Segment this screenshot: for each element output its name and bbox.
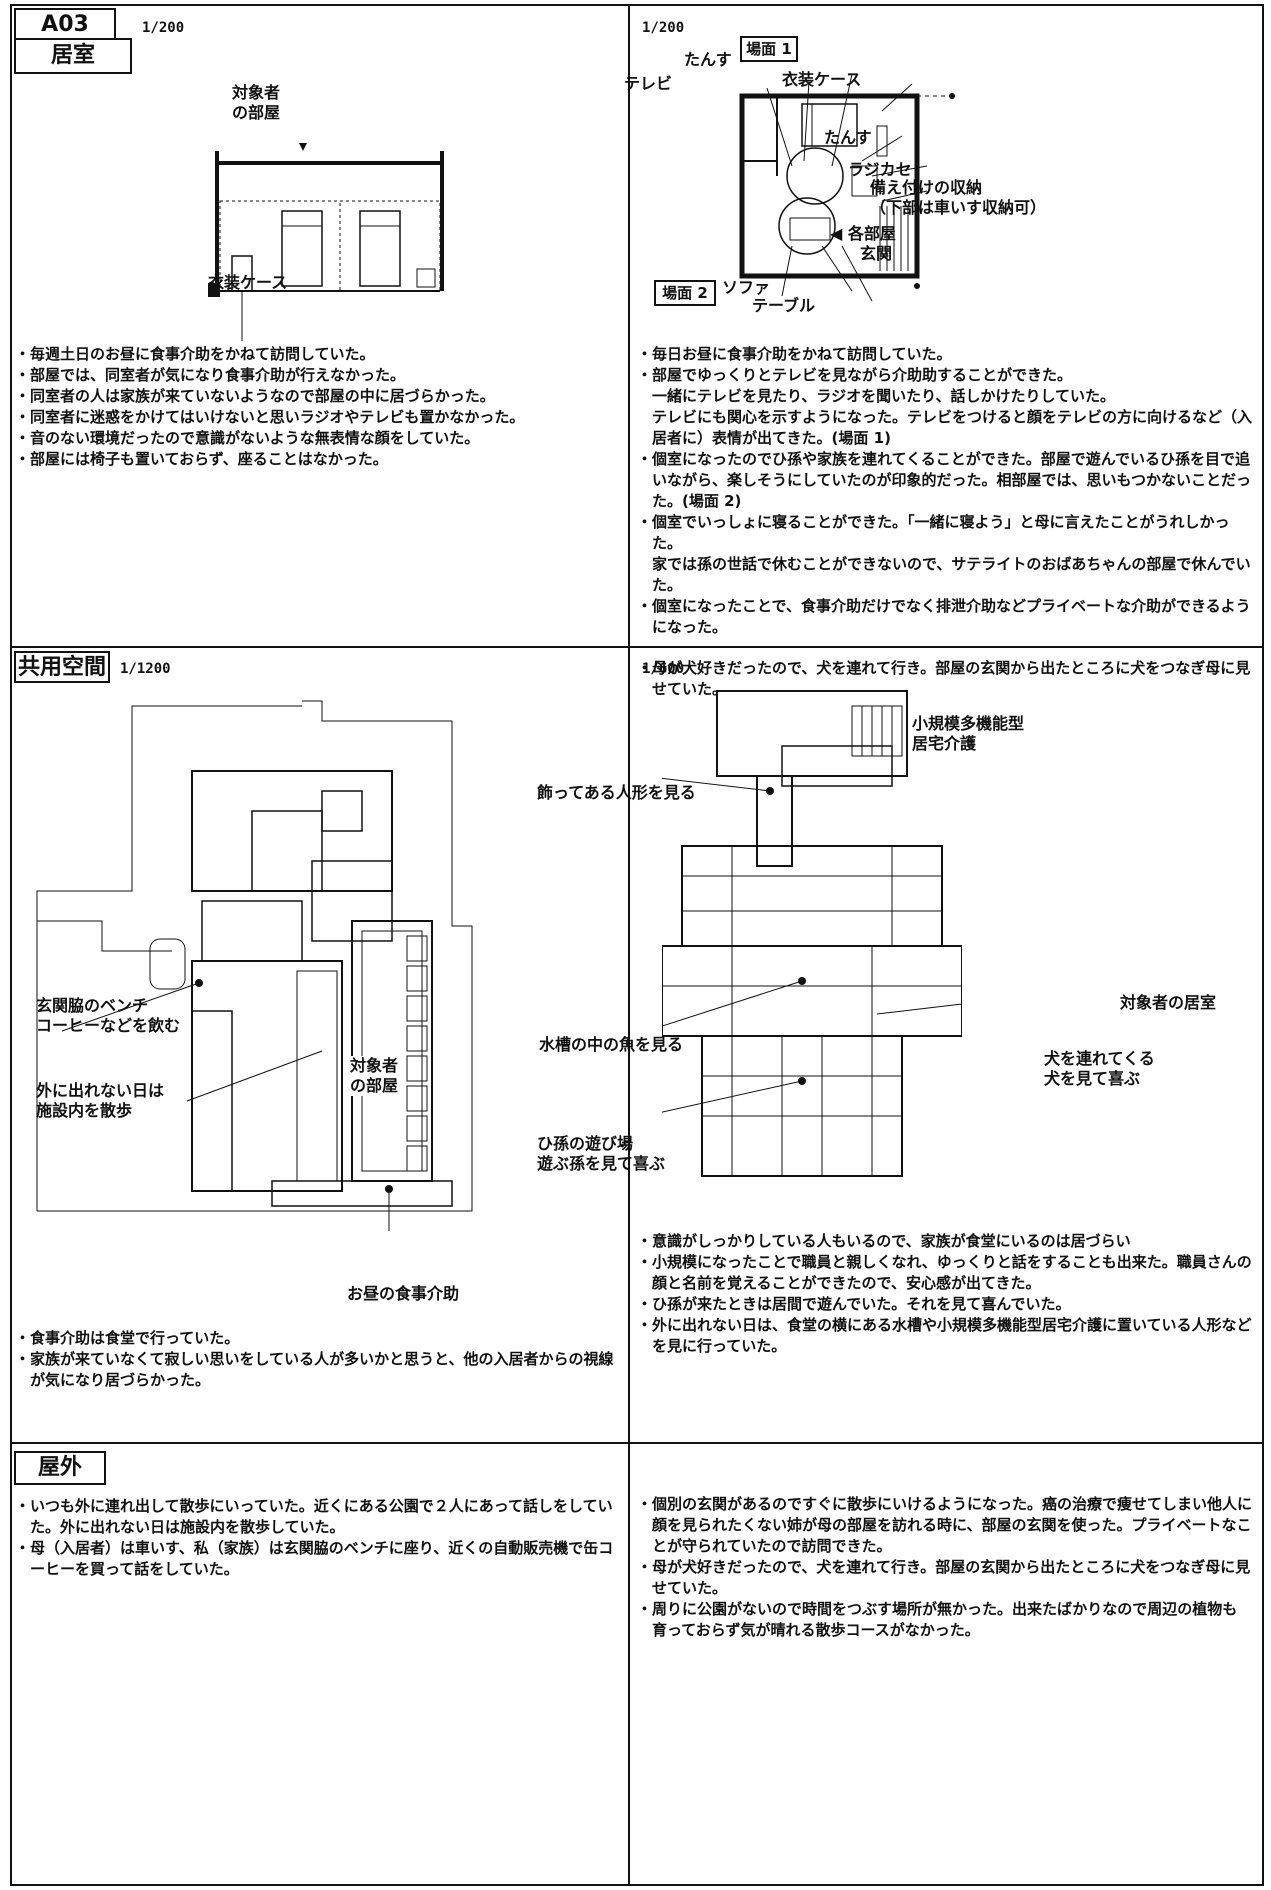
play-annotation-2: 遊ぶ孫を見て喜ぶ xyxy=(537,1154,666,1173)
note: 同室者に迷惑をかけてはいけないと思いラジオやテレビも置かなかった。 xyxy=(15,407,618,428)
unit-floor-plan xyxy=(662,690,962,1177)
small-care-annotation-1: 小規模多機能型 xyxy=(912,714,1025,733)
doll-annotation: 飾ってある人形を見る xyxy=(537,783,696,802)
note: 部屋でゆっくりとテレビを見ながら介助助することができた。 xyxy=(637,365,1252,386)
note: 母（入居者）は車いす、私（家族）は玄関脇のベンチに座り、近くの自動販売機で缶コー… xyxy=(15,1538,618,1580)
lunch-annotation: お昼の食事介助 xyxy=(347,1284,460,1303)
note: 個別の玄関があるのですぐに散歩にいけるようになった。癌の治療で痩せてしまい他人に… xyxy=(637,1494,1252,1557)
section-label-room: 居室 xyxy=(14,38,132,74)
clothes-case-label: 衣装ケース xyxy=(782,70,862,89)
section-label-common: 共用空間 xyxy=(14,651,110,683)
document-page: A03 居室 1/200 対象者 の部屋 衣装ケース 毎週土日のお昼に食事介助を… xyxy=(10,4,1264,1886)
entrance-label-1: ◀ 各部屋 xyxy=(830,224,896,243)
note: 食事介助は食堂で行っていた。 xyxy=(15,1328,618,1349)
scene-2-box: 場面 2 xyxy=(654,280,716,306)
note: 毎週土日のお昼に食事介助をかねて訪問していた。 xyxy=(15,344,618,365)
dog-annotation: 犬を連れてくる 犬を見て喜ぶ xyxy=(1044,1049,1155,1089)
room-annotation: 対象者の居室 xyxy=(1120,993,1217,1012)
entrance-label: ◀ 各部屋 玄関 xyxy=(830,224,896,264)
dog-annotation-2: 犬を見て喜ぶ xyxy=(1044,1069,1141,1088)
note: 個室になったことで、食事介助だけでなく排泄介助などプライベートな介助ができるよう… xyxy=(637,596,1252,638)
table-label: テーブル xyxy=(752,296,816,315)
shared-room-plan xyxy=(208,143,444,341)
notes-common-right: 意識がしっかりしている人もいるので、家族が食堂にいるのは居づらい 小規模になった… xyxy=(637,1231,1252,1357)
section-divider-1 xyxy=(12,646,1262,648)
facility-site-plan xyxy=(36,700,473,1231)
tansu-right-label: たんす xyxy=(824,128,872,147)
scale-label: 1/600 xyxy=(642,661,685,677)
subject-room-annotation-1: 対象者 xyxy=(350,1056,399,1075)
note: 小規模になったことで職員と親しくなれ、ゆっくりと話をすることも出来た。職員さんの… xyxy=(637,1252,1252,1294)
notes-common-left: 食事介助は食堂で行っていた。 家族が来ていなくて寂しい思いをしている人が多いかと… xyxy=(15,1328,618,1391)
notes-outdoor-right: 個別の玄関があるのですぐに散歩にいけるようになった。癌の治療で痩せてしまい他人に… xyxy=(637,1494,1252,1641)
scale-label: 1/200 xyxy=(642,20,685,36)
subject-room-label: 対象者 の部屋 xyxy=(232,83,280,123)
note: 部屋には椅子も置いておらず、座ることはなかった。 xyxy=(15,449,618,470)
storage-label-2: （下部は車いす収納可） xyxy=(870,198,1047,217)
notes-room-right: 毎日お昼に食事介助をかねて訪問していた。 部屋でゆっくりとテレビを見ながら介助助… xyxy=(637,344,1253,700)
walk-annotation-2: 施設内を散歩 xyxy=(36,1101,133,1120)
small-care-annotation-2: 居宅介護 xyxy=(912,734,977,753)
play-annotation: ひ孫の遊び場 遊ぶ孫を見て喜ぶ xyxy=(537,1134,665,1174)
scale-label: 1/200 xyxy=(142,20,185,36)
note: 一緒にテレビを見たり、ラジオを聞いたり、話しかけたりしていた。 xyxy=(652,387,1116,405)
note: 個室でいっしょに寝ることができた。「一緒に寝よう」と母に言えたことがうれしかった… xyxy=(637,512,1252,554)
scale-label: 1/1200 xyxy=(120,661,171,677)
section-label-outdoor: 屋外 xyxy=(14,1451,106,1485)
note: 個室になったのでひ孫や家族を連れてくることができた。部屋で遊んでいるひ孫を目で追… xyxy=(637,449,1252,512)
subject-room-label-2: の部屋 xyxy=(232,103,281,122)
walk-annotation: 外に出れない日は 施設内を散歩 xyxy=(36,1081,164,1121)
case-code: A03 xyxy=(14,8,116,40)
subject-room-annotation-2: の部屋 xyxy=(350,1076,399,1095)
note: 家では孫の世話で休むことができないので、サテライトのおばあちゃんの部屋で休んでい… xyxy=(652,555,1251,594)
fish-annotation: 水槽の中の魚を見る xyxy=(539,1035,684,1054)
column-divider xyxy=(628,6,630,1884)
tansu-label: たんす xyxy=(684,50,732,69)
section-divider-2 xyxy=(12,1442,1262,1444)
note: テレビにも関心を示すようになった。テレビをつけると顔をテレビの方に向けるなど（入… xyxy=(652,408,1253,447)
notes-room-left: 毎週土日のお昼に食事介助をかねて訪問していた。 部屋では、同室者が気になり食事介… xyxy=(15,344,618,470)
notes-outdoor-left: いつも外に連れ出して散歩にいっていた。近くにある公園で２人にあって話しをしていた… xyxy=(15,1496,618,1580)
note: 家族が来ていなくて寂しい思いをしている人が多いかと思うと、他の入居者からの視線が… xyxy=(15,1349,618,1391)
small-care-annotation: 小規模多機能型 居宅介護 xyxy=(912,714,1024,754)
note: 同室者の人は家族が来ていないようなので部屋の中に居づらかった。 xyxy=(15,386,618,407)
private-room-plan xyxy=(739,73,955,302)
dog-annotation-1: 犬を連れてくる xyxy=(1044,1049,1155,1068)
clothes-case-label: 衣装ケース xyxy=(208,273,288,292)
subject-room-label-1: 対象者 xyxy=(232,83,281,102)
play-annotation-1: ひ孫の遊び場 xyxy=(537,1134,634,1153)
note: 周りに公園がないので時間をつぶす場所が無かった。出来たばかりなので周辺の植物も育… xyxy=(637,1599,1252,1641)
sofa-label: ソファ xyxy=(722,278,771,297)
note: 意識がしっかりしている人もいるので、家族が食堂にいるのは居づらい xyxy=(637,1231,1252,1252)
note: いつも外に連れ出して散歩にいっていた。近くにある公園で２人にあって話しをしていた… xyxy=(15,1496,618,1538)
bench-annotation-1: 玄関脇のベンチ xyxy=(36,996,149,1015)
note: 毎日お昼に食事介助をかねて訪問していた。 xyxy=(637,344,1252,365)
note: 外に出れない日は、食堂の横にある水槽や小規模多機能型居宅介護に置いている人形など… xyxy=(637,1315,1252,1357)
note: ひ孫が来たときは居間で遊んでいた。それを見て喜んでいた。 xyxy=(637,1294,1252,1315)
note: 部屋では、同室者が気になり食事介助が行えなかった。 xyxy=(15,365,618,386)
entrance-label-2: 玄関 xyxy=(860,244,893,263)
note: 母が犬好きだったので、犬を連れて行き。部屋の玄関から出たところに犬をつなぎ母に見… xyxy=(637,658,1252,700)
note: 母が犬好きだったので、犬を連れて行き。部屋の玄関から出たところに犬をつなぎ母に見… xyxy=(637,1557,1252,1599)
tv-label: テレビ xyxy=(624,74,673,93)
storage-label-1: 備え付けの収納 xyxy=(870,178,983,197)
walk-annotation-1: 外に出れない日は xyxy=(36,1081,165,1100)
bench-annotation: 玄関脇のベンチ コーヒーなどを飲む xyxy=(36,996,180,1036)
storage-label: 備え付けの収納 （下部は車いす収納可） xyxy=(870,178,1046,218)
scene-1-box: 場面 1 xyxy=(740,36,798,62)
radio-label: ラジカセ xyxy=(848,160,912,179)
note: 音のない環境だったので意識がないような無表情な顔をしていた。 xyxy=(15,428,618,449)
bench-annotation-2: コーヒーなどを飲む xyxy=(36,1016,181,1035)
subject-room-annotation: 対象者 の部屋 xyxy=(350,1056,399,1096)
